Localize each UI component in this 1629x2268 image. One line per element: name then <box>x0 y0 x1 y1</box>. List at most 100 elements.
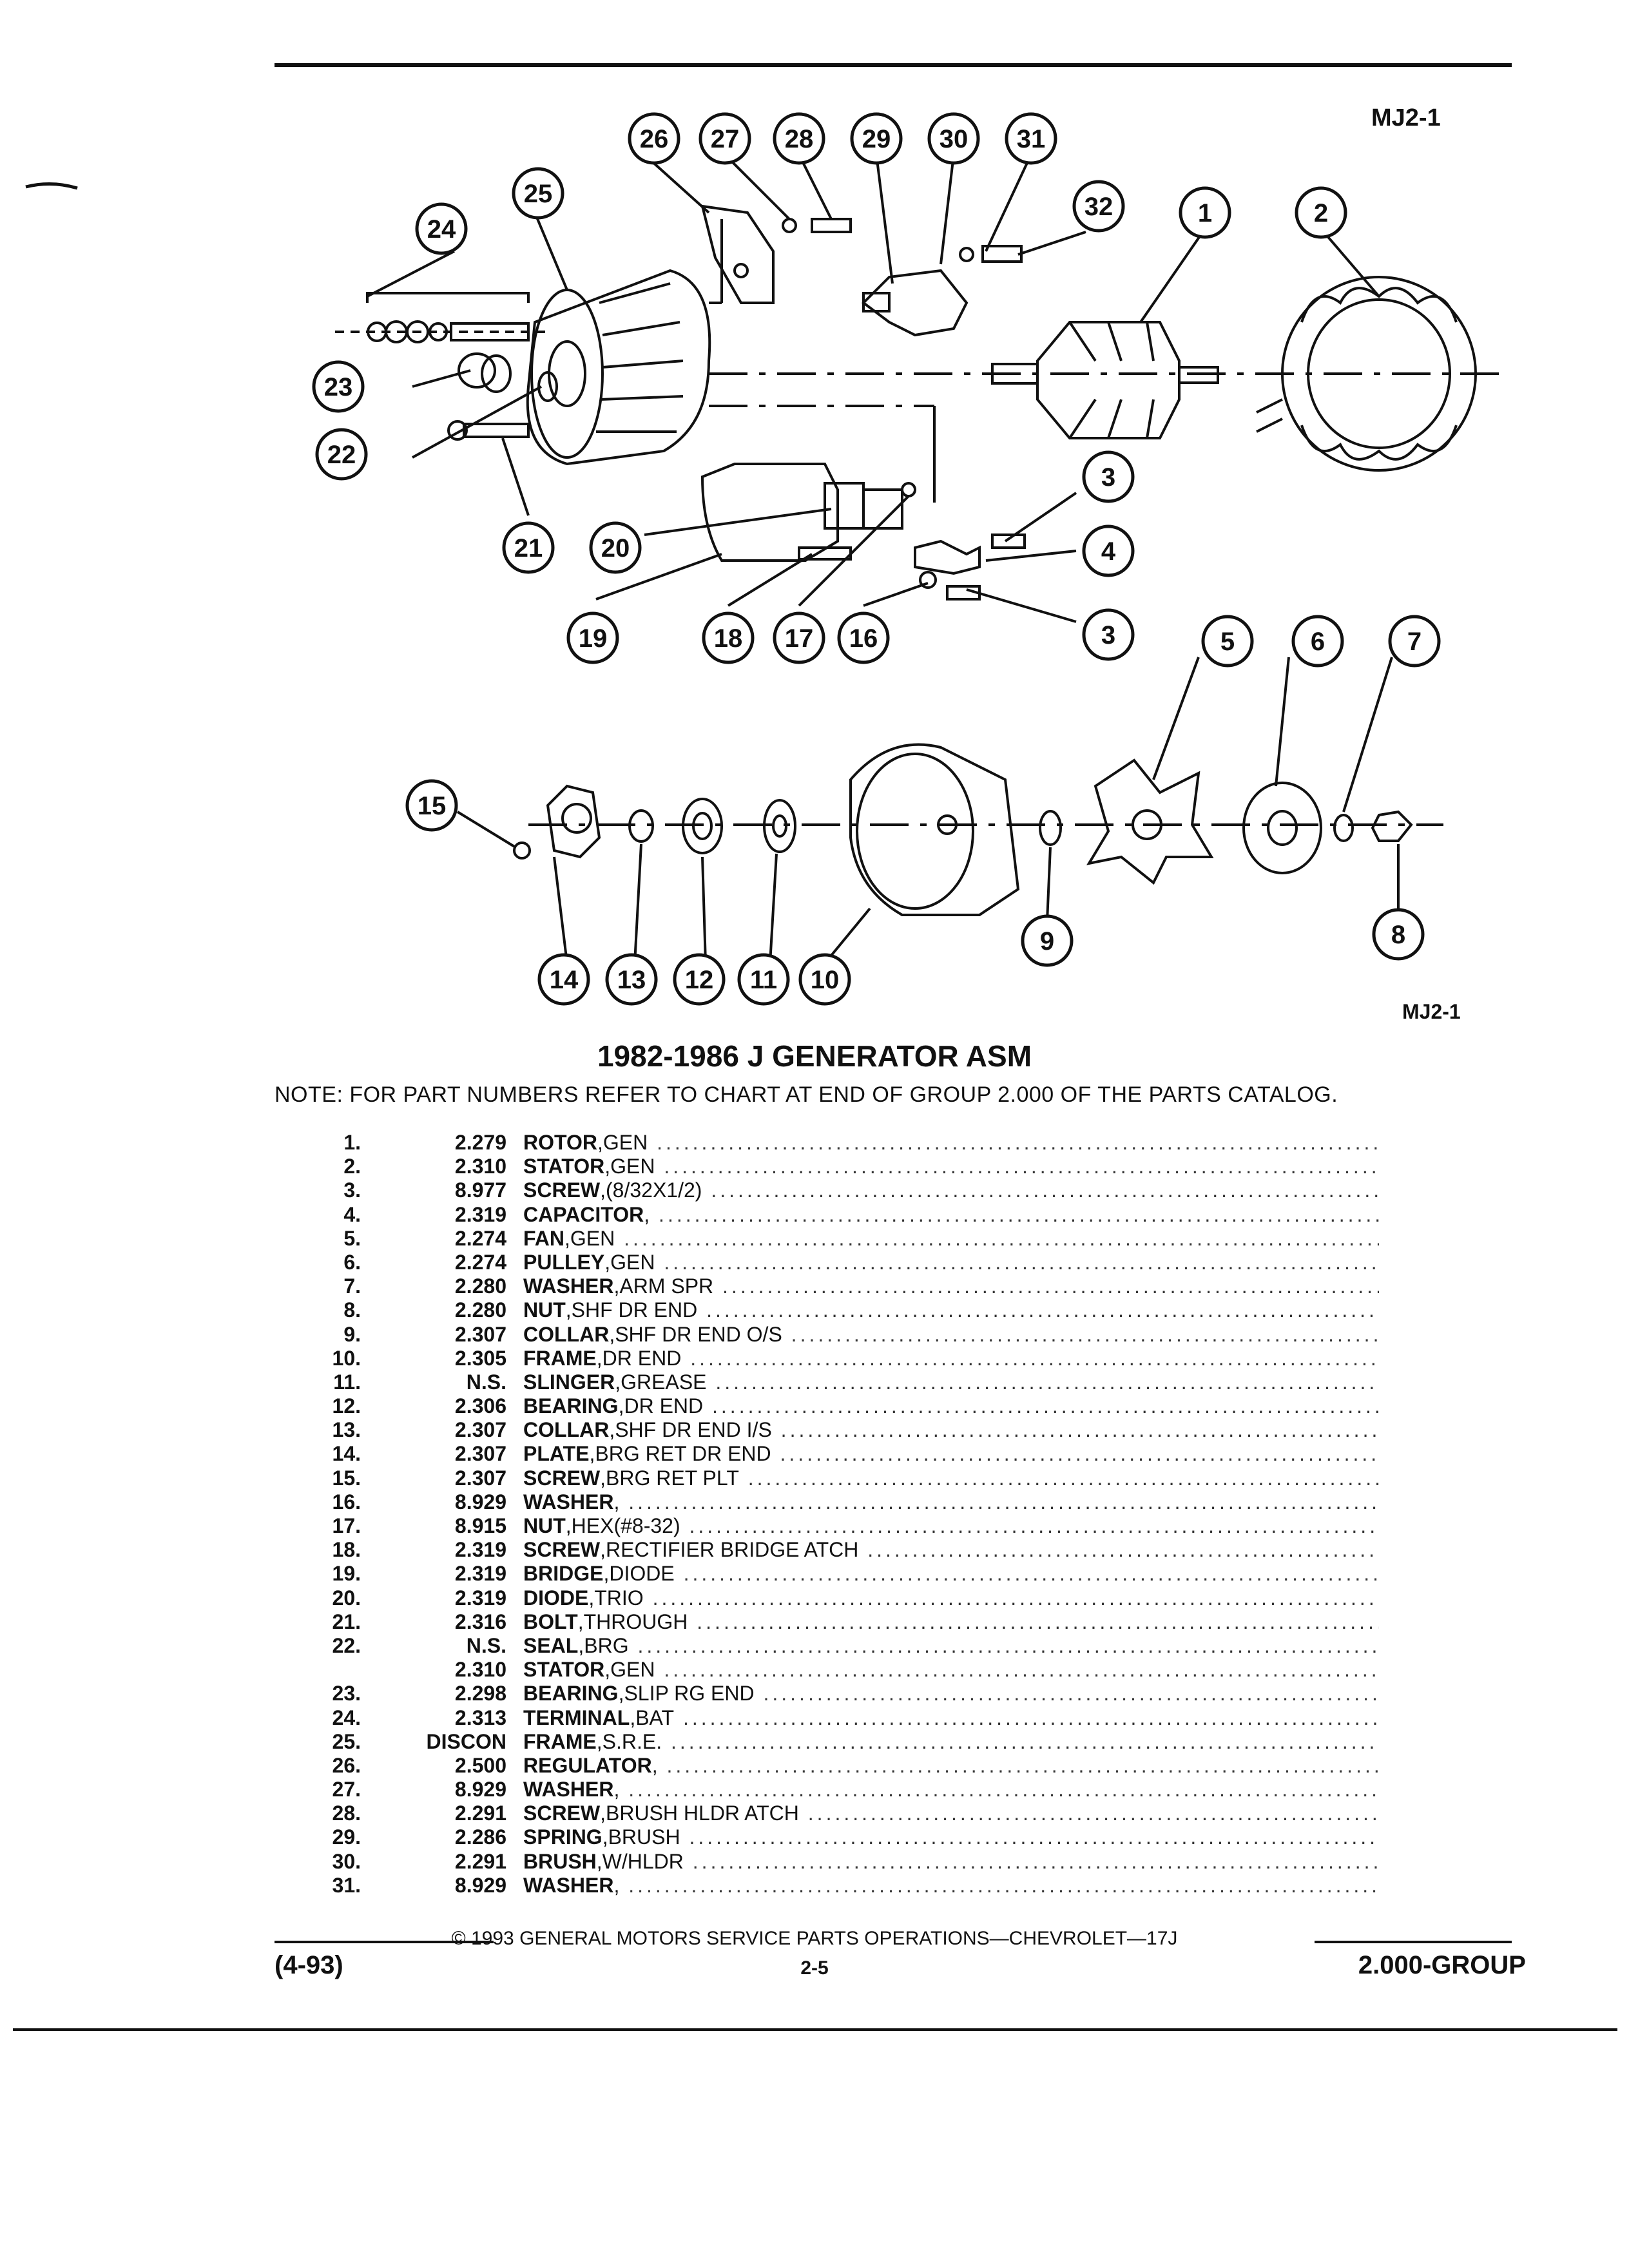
part-qualifier: ,BRG <box>578 1633 629 1657</box>
callout-label: 12 <box>685 966 714 994</box>
group-number: 8.915 <box>454 1514 506 1537</box>
leader-dots: ........................................… <box>683 1562 1379 1586</box>
item-number: 5. <box>343 1226 361 1250</box>
part-name: ROTOR <box>523 1131 597 1154</box>
item-number: 28. <box>332 1802 361 1825</box>
callout-3: 3 <box>1082 450 1135 503</box>
item-number: 14. <box>332 1442 361 1466</box>
leader-dots: ........................................… <box>652 1586 1379 1610</box>
part-name: STATOR <box>523 1155 605 1178</box>
part-name: SEAL <box>523 1633 579 1657</box>
part-qualifier: , <box>613 1490 620 1514</box>
part-description: FRAME,S.R.E. ...........................… <box>523 1730 1379 1754</box>
part-name: PULLEY <box>523 1250 605 1274</box>
callout-20: 20 <box>589 521 642 574</box>
item-number: 25. <box>332 1729 361 1753</box>
page-number: 2-5 <box>800 1957 829 1979</box>
callout-label: 4 <box>1101 537 1116 566</box>
part-qualifier: ,GEN <box>604 1250 655 1274</box>
item-number: 6. <box>343 1250 361 1274</box>
group-number: 2.316 <box>454 1610 506 1633</box>
part-qualifier: ,DR END <box>618 1394 704 1418</box>
leader-dots: ........................................… <box>637 1633 1379 1657</box>
part-qualifier: ,S.R.E. <box>596 1729 662 1753</box>
item-number: 4. <box>343 1202 361 1226</box>
part-description: SLINGER,GREASE .........................… <box>523 1370 1379 1394</box>
callout-7: 7 <box>1388 615 1441 668</box>
parts-row: 11.N.S.SLINGER,GREASE ..................… <box>284 1370 1379 1394</box>
callout-12: 12 <box>673 953 726 1006</box>
part-qualifier: ,GEN <box>604 1155 655 1178</box>
part-name: FRAME <box>523 1346 597 1370</box>
part-qualifier: ,HEX(#8-32) <box>565 1514 680 1537</box>
part-name: WASHER <box>523 1274 614 1298</box>
group-number: 2.310 <box>454 1658 506 1682</box>
part-name: SPRING <box>523 1825 602 1849</box>
callout-9: 9 <box>1021 914 1074 967</box>
part-description: BRUSH,W/HLDR ...........................… <box>523 1850 1379 1874</box>
item-number: 20. <box>332 1586 361 1610</box>
part-qualifier: ,GREASE <box>615 1370 707 1394</box>
callout-circle <box>850 112 903 165</box>
callout-label: 13 <box>617 966 646 994</box>
part-description: CAPACITOR, .............................… <box>523 1203 1379 1227</box>
leader-dots: ........................................… <box>715 1370 1379 1394</box>
callout-label: 10 <box>811 966 840 994</box>
callout-circle <box>512 167 564 220</box>
group-number: 2.279 <box>454 1131 506 1154</box>
callout-label: 7 <box>1407 628 1422 656</box>
generator-parts-illustration <box>25 153 1501 965</box>
callout-2: 2 <box>1295 186 1347 239</box>
group-number: 2.310 <box>454 1155 506 1178</box>
callout-label: 22 <box>327 441 356 469</box>
callout-label: 1 <box>1198 199 1212 227</box>
callout-circle <box>737 953 790 1006</box>
callout-circle <box>702 611 755 664</box>
group-number: 8.929 <box>454 1778 506 1802</box>
leader-dots: ........................................… <box>747 1466 1379 1490</box>
part-description: SPRING,BRUSH ...........................… <box>523 1825 1379 1849</box>
part-qualifier: ,GEN <box>564 1226 615 1250</box>
callout-circle <box>673 953 726 1006</box>
item-number: 12. <box>332 1394 361 1418</box>
part-name: NUT <box>523 1298 566 1322</box>
part-qualifier: , <box>613 1873 620 1897</box>
callout-circle <box>699 112 751 165</box>
leader-dots: ........................................… <box>711 1178 1379 1202</box>
part-description: PULLEY,GEN .............................… <box>523 1251 1379 1274</box>
item-number: 24. <box>332 1706 361 1729</box>
item-number: 11. <box>333 1370 361 1394</box>
callout-circle <box>1372 908 1425 961</box>
part-qualifier: ,DR END <box>596 1346 682 1370</box>
item-number: 18. <box>332 1538 361 1562</box>
leader-dots: ........................................… <box>664 1155 1379 1178</box>
part-name: SCREW <box>523 1802 601 1825</box>
part-name: SCREW <box>523 1178 601 1202</box>
item-number: 22. <box>332 1633 361 1657</box>
callout-27: 27 <box>699 112 751 165</box>
item-number: 1. <box>343 1131 361 1154</box>
callout-13: 13 <box>605 953 658 1006</box>
item-number: 8. <box>343 1298 361 1322</box>
leader-dots: ........................................… <box>689 1514 1380 1537</box>
callout-5: 5 <box>1201 615 1254 668</box>
callout-30: 30 <box>927 112 980 165</box>
leader-dots: ........................................… <box>664 1250 1379 1274</box>
group-number: 2.280 <box>454 1298 506 1322</box>
part-qualifier: , <box>644 1202 650 1226</box>
part-description: WASHER, ................................… <box>523 1490 1379 1514</box>
part-qualifier: ,SHF DR END I/S <box>609 1418 772 1442</box>
group-number: 2.313 <box>454 1706 506 1729</box>
callout-label: 20 <box>601 534 630 562</box>
part-name: REGULATOR <box>523 1753 652 1777</box>
callout-25: 25 <box>512 167 564 220</box>
callout-6: 6 <box>1291 615 1344 668</box>
callout-circle <box>605 953 658 1006</box>
callout-label: 31 <box>1017 125 1046 153</box>
callout-label: 14 <box>550 966 579 994</box>
catalog-note: NOTE: FOR PART NUMBERS REFER TO CHART AT… <box>275 1082 1338 1107</box>
